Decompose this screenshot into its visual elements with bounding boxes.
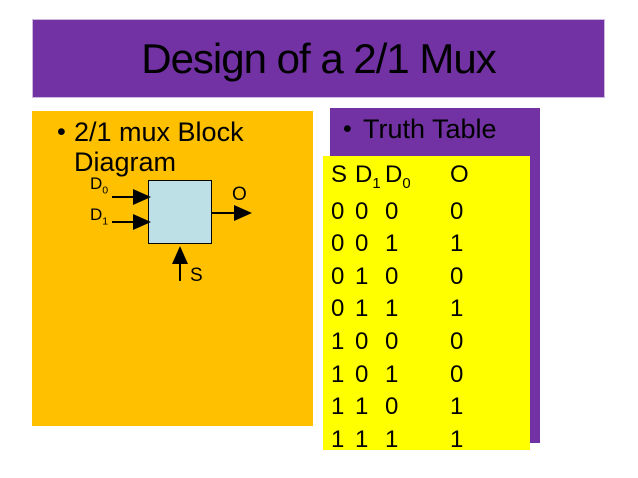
mux-diagram-arrows xyxy=(112,189,252,281)
table-row: 1 0 0 0 xyxy=(331,328,530,361)
table-cell: 1 xyxy=(450,295,464,323)
table-cell: 0 xyxy=(385,393,399,421)
slide-title: Design of a 2/1 Mux xyxy=(141,34,497,82)
table-row: 1 0 1 0 xyxy=(331,361,530,394)
mux-select-label: S xyxy=(190,265,203,286)
d1-base: D xyxy=(90,205,103,224)
table-cell: 1 xyxy=(331,425,345,453)
d0-sub: 0 xyxy=(102,184,109,197)
table-row: 0 0 0 0 xyxy=(331,198,530,231)
hdr2-base: D xyxy=(385,161,403,188)
d1-sub: 1 xyxy=(102,215,109,228)
table-cell: 0 xyxy=(331,262,345,290)
hdr0-base: S xyxy=(331,161,348,188)
table-cell: 1 xyxy=(331,393,345,421)
header-cell-d1: D1 xyxy=(355,161,385,198)
table-cell: 0 xyxy=(331,197,345,225)
table-cell: 1 xyxy=(385,295,399,323)
table-cell: 0 xyxy=(355,327,369,355)
d0-base: D xyxy=(90,174,103,193)
table-cell: 1 xyxy=(450,393,464,421)
table-row: 0 1 1 1 xyxy=(331,295,530,328)
table-cell: 1 xyxy=(355,262,369,290)
table-cell: 0 xyxy=(450,197,464,225)
table-cell: 0 xyxy=(450,327,464,355)
mux-output-label: O xyxy=(232,184,247,205)
table-header-row: S D1 D0 O xyxy=(331,161,530,194)
table-cell: 0 xyxy=(355,197,369,225)
slide-title-banner: Design of a 2/1 Mux xyxy=(32,19,605,98)
table-cell: 1 xyxy=(385,425,399,453)
truth-table-title: Truth Table xyxy=(363,114,497,144)
hdr1-base: D xyxy=(355,161,373,188)
mux-input-d1-label: D1 xyxy=(90,205,108,231)
block-diagram-panel: • 2/1 mux Block Diagram D0 D1 O S xyxy=(32,111,313,426)
table-cell: 1 xyxy=(355,393,369,421)
mux-input-d0-label: D0 xyxy=(90,174,108,200)
table-row: 0 1 0 0 xyxy=(331,263,530,296)
table-cell: 0 xyxy=(385,197,399,225)
table-cell: 1 xyxy=(385,230,399,258)
header-cell-o: O xyxy=(450,161,530,198)
table-cell: 1 xyxy=(355,295,369,323)
table-cell: 0 xyxy=(355,230,369,258)
table-row: 1 1 1 1 xyxy=(331,426,530,459)
table-cell: 1 xyxy=(331,327,345,355)
table-row: 1 1 0 1 xyxy=(331,393,530,426)
table-cell: 0 xyxy=(450,262,464,290)
table-cell: 0 xyxy=(385,327,399,355)
hdr3-base: O xyxy=(450,161,469,188)
table-cell: 0 xyxy=(331,295,345,323)
bullet-icon: • xyxy=(343,115,352,143)
table-cell: 0 xyxy=(331,230,345,258)
bullet-icon: • xyxy=(57,118,66,146)
table-row: 0 0 1 1 xyxy=(331,230,530,263)
table-cell: 1 xyxy=(355,425,369,453)
block-diagram-bullet-line: • 2/1 mux Block Diagram xyxy=(57,117,259,177)
hdr2-sub: 0 xyxy=(402,175,411,192)
table-cell: 0 xyxy=(355,360,369,388)
mux-box xyxy=(148,180,212,244)
table-cell: 0 xyxy=(385,262,399,290)
header-cell-d0: D0 xyxy=(385,161,450,198)
hdr1-sub: 1 xyxy=(372,175,381,192)
table-cell: 1 xyxy=(450,230,464,258)
table-cell: 0 xyxy=(450,360,464,388)
table-cell: 1 xyxy=(331,360,345,388)
truth-table-header: • Truth Table xyxy=(343,114,497,144)
header-cell-s: S xyxy=(331,161,355,198)
table-cell: 1 xyxy=(450,425,464,453)
block-diagram-label: 2/1 mux Block Diagram xyxy=(74,117,244,177)
table-cell: 1 xyxy=(385,360,399,388)
truth-table-box: S D1 D0 O 0 0 0 0 0 0 1 1 0 1 0 0 0 1 1 … xyxy=(323,156,530,453)
